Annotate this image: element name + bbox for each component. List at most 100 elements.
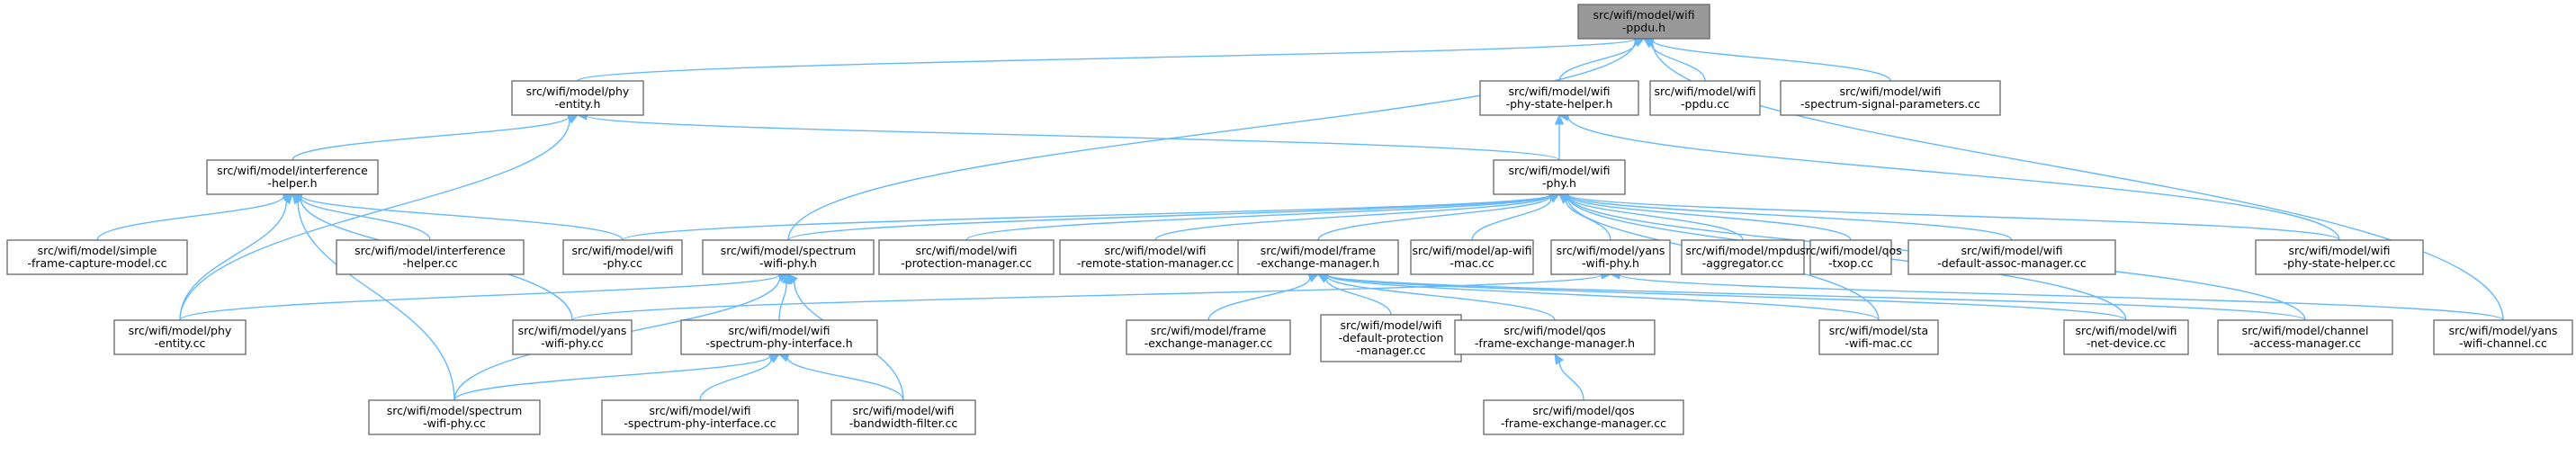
- file-node-box[interactable]: [6, 239, 188, 275]
- file-node-box[interactable]: [336, 239, 525, 275]
- file-node-label: src/wifi/model/wifi: [1341, 318, 1442, 332]
- file-node-label: -exchange-manager.cc: [1144, 336, 1273, 350]
- file-node-qos-frame-exchange-manager-cc[interactable]: src/wifi/model/qos-frame-exchange-manage…: [1483, 399, 1684, 435]
- file-node-spectrum-signal-parameters-cc[interactable]: src/wifi/model/wifi-spectrum-signal-para…: [1780, 80, 2001, 116]
- file-node-label: src/wifi/model/spectrum: [387, 404, 523, 417]
- file-node-phy-state-helper-cc[interactable]: src/wifi/model/wifi-phy-state-helper.cc: [2255, 239, 2424, 275]
- file-node-box[interactable]: [113, 319, 247, 355]
- file-node-label: src/wifi/model/spectrum: [721, 244, 857, 257]
- file-node-yans-wifi-phy-h[interactable]: src/wifi/model/yans-wifi-phy.h: [1550, 239, 1671, 275]
- file-node-label: -bandwidth-filter.cc: [849, 416, 958, 430]
- file-node-box[interactable]: [1649, 80, 1761, 116]
- file-node-box[interactable]: [1780, 80, 2001, 116]
- dependency-edge: [586, 114, 1560, 161]
- dependency-edge: [1471, 198, 1552, 241]
- file-node-box[interactable]: [1126, 319, 1291, 355]
- file-node-box[interactable]: [1907, 239, 2116, 275]
- dependency-edge: [96, 195, 284, 241]
- file-node-spectrum-phy-interface-cc[interactable]: src/wifi/model/wifi-spectrum-phy-interfa…: [601, 399, 799, 435]
- file-node-box[interactable]: [1818, 319, 1939, 355]
- file-node-channel-access-manager-cc[interactable]: src/wifi/model/channel-access-manager.cc: [2217, 319, 2393, 355]
- file-node-label: src/wifi/model/ap-wifi: [1412, 244, 1531, 257]
- file-node-frame-exchange-manager-h[interactable]: src/wifi/model/frame-exchange-manager.h: [1237, 239, 1399, 275]
- file-node-box[interactable]: [368, 399, 541, 435]
- file-node-box[interactable]: [1577, 4, 1710, 40]
- file-node-label: src/wifi/model/channel: [2242, 324, 2369, 337]
- file-node-sta-wifi-mac-cc[interactable]: src/wifi/model/sta-wifi-mac.cc: [1818, 319, 1939, 355]
- file-node-box[interactable]: [1320, 314, 1462, 362]
- file-node-phy-entity-h[interactable]: src/wifi/model/phy-entity.h: [511, 80, 644, 116]
- file-node-label: -manager.cc: [1356, 344, 1425, 357]
- file-node-box[interactable]: [2063, 319, 2189, 355]
- file-node-box[interactable]: [1410, 239, 1534, 275]
- file-node-spectrum-wifi-phy-cc[interactable]: src/wifi/model/spectrum-wifi-phy.cc: [368, 399, 541, 435]
- file-node-spectrum-phy-interface-h[interactable]: src/wifi/model/wifi-spectrum-phy-interfa…: [680, 319, 878, 355]
- file-node-label: src/wifi/model/wifi: [572, 244, 674, 257]
- file-node-wifi-phy-h[interactable]: src/wifi/model/wifi-phy.h: [1493, 159, 1626, 195]
- file-node-box[interactable]: [601, 399, 799, 435]
- file-node-mpdu-aggregator-cc[interactable]: src/wifi/model/mpdu-aggregator.cc: [1681, 239, 1805, 275]
- file-node-box[interactable]: [1479, 80, 1639, 116]
- file-node-ppdu-cc[interactable]: src/wifi/model/wifi-ppdu.cc: [1649, 80, 1761, 116]
- file-node-box[interactable]: [1550, 239, 1671, 275]
- file-node-box[interactable]: [2217, 319, 2393, 355]
- file-node-ppdu-h[interactable]: src/wifi/model/wifi-ppdu.h: [1577, 4, 1710, 40]
- file-node-box[interactable]: [562, 239, 683, 275]
- file-node-ap-wifi-mac-cc[interactable]: src/wifi/model/ap-wifi-mac.cc: [1410, 239, 1534, 275]
- file-node-label: src/wifi/model/wifi: [1509, 164, 1611, 177]
- file-node-label: src/wifi/model/wifi: [1655, 85, 1756, 98]
- file-node-box[interactable]: [1059, 239, 1252, 275]
- file-node-default-protection-manager-cc[interactable]: src/wifi/model/wifi-default-protection-m…: [1320, 314, 1462, 362]
- dependency-edge: [965, 194, 1551, 241]
- file-node-label: -net-device.cc: [2087, 336, 2166, 350]
- file-node-default-assoc-manager-cc[interactable]: src/wifi/model/wifi-default-assoc-manage…: [1907, 239, 2116, 275]
- file-node-label: src/wifi/model/qos: [1503, 324, 1605, 337]
- dependency-edge: [1567, 193, 2340, 241]
- file-node-interference-helper-h[interactable]: src/wifi/model/interference-helper.h: [206, 159, 379, 195]
- file-node-box[interactable]: [830, 399, 976, 435]
- file-node-box[interactable]: [512, 319, 633, 355]
- file-node-box[interactable]: [878, 239, 1055, 275]
- file-node-phy-state-helper-h[interactable]: src/wifi/model/wifi-phy-state-helper.h: [1479, 80, 1639, 116]
- file-node-box[interactable]: [1681, 239, 1805, 275]
- file-node-label: src/wifi/model/simple: [38, 244, 157, 257]
- file-node-label: -wifi-channel.cc: [2459, 336, 2547, 350]
- file-node-qos-txop-cc[interactable]: src/wifi/model/qos-txop.cc: [1800, 239, 1902, 275]
- file-node-simple-frame-capture-cc[interactable]: src/wifi/model/simple-frame-capture-mode…: [6, 239, 188, 275]
- file-node-label: src/wifi/model/wifi: [916, 244, 1018, 257]
- file-node-box[interactable]: [680, 319, 878, 355]
- file-node-label: src/wifi/model/wifi: [1509, 85, 1611, 98]
- dependency-edge: [301, 194, 624, 241]
- file-node-label: -frame-exchange-manager.h: [1475, 336, 1635, 350]
- file-node-interference-helper-cc[interactable]: src/wifi/model/interference-helper.cc: [336, 239, 525, 275]
- file-node-phy-entity-cc[interactable]: src/wifi/model/phy-entity.cc: [113, 319, 247, 355]
- file-node-protection-manager-cc[interactable]: src/wifi/model/wifi-protection-manager.c…: [878, 239, 1055, 275]
- file-node-box[interactable]: [1483, 399, 1684, 435]
- file-node-box[interactable]: [1493, 159, 1626, 195]
- file-node-frame-exchange-manager-cc[interactable]: src/wifi/model/frame-exchange-manager.cc: [1126, 319, 1291, 355]
- file-node-bandwidth-filter-cc[interactable]: src/wifi/model/wifi-bandwidth-filter.cc: [830, 399, 976, 435]
- file-node-box[interactable]: [1454, 319, 1656, 355]
- file-node-box[interactable]: [1237, 239, 1399, 275]
- file-node-net-device-cc[interactable]: src/wifi/model/wifi-net-device.cc: [2063, 319, 2189, 355]
- file-node-label: src/wifi/model/wifi: [729, 324, 830, 337]
- file-node-qos-frame-exchange-manager-h[interactable]: src/wifi/model/qos-frame-exchange-manage…: [1454, 319, 1656, 355]
- dependency-edge: [1619, 273, 2504, 321]
- file-node-box[interactable]: [2433, 319, 2573, 355]
- file-node-spectrum-wifi-phy-h[interactable]: src/wifi/model/spectrum-wifi-phy.h: [702, 239, 875, 275]
- file-node-box[interactable]: [2255, 239, 2424, 275]
- dependency-edge: [1567, 194, 2013, 241]
- file-node-label: -ppdu.h: [1622, 21, 1665, 34]
- file-node-wifi-phy-cc[interactable]: src/wifi/model/wifi-phy.cc: [562, 239, 683, 275]
- file-node-label: -wifi-mac.cc: [1844, 336, 1912, 350]
- dependency-edge: [1558, 42, 1637, 82]
- file-node-yans-wifi-channel-cc[interactable]: src/wifi/model/yans-wifi-channel.cc: [2433, 319, 2573, 355]
- file-node-box[interactable]: [702, 239, 875, 275]
- file-node-remote-station-manager-cc[interactable]: src/wifi/model/wifi-remote-station-manag…: [1059, 239, 1252, 275]
- file-node-box[interactable]: [511, 80, 644, 116]
- file-node-yans-wifi-phy-cc[interactable]: src/wifi/model/yans-wifi-phy.cc: [512, 319, 633, 355]
- dependency-edge: [1567, 196, 1744, 241]
- file-node-box[interactable]: [206, 159, 379, 195]
- file-node-box[interactable]: [1809, 239, 1892, 275]
